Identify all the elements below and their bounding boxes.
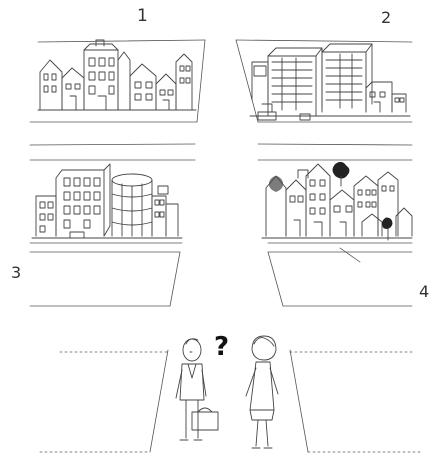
block-2-offices xyxy=(249,43,411,121)
block-4-residential xyxy=(261,161,413,263)
block-1-houses xyxy=(37,39,197,111)
block-3-towers xyxy=(31,163,183,239)
street-lines xyxy=(29,39,421,453)
label-quadrant-2: 2 xyxy=(381,8,392,27)
person-woman xyxy=(245,335,279,449)
label-quadrant-1: 1 xyxy=(137,6,148,26)
label-quadrant-4: 4 xyxy=(419,282,430,301)
person-man xyxy=(175,338,219,441)
question-mark: ? xyxy=(214,332,230,362)
label-quadrant-3: 3 xyxy=(11,263,22,282)
